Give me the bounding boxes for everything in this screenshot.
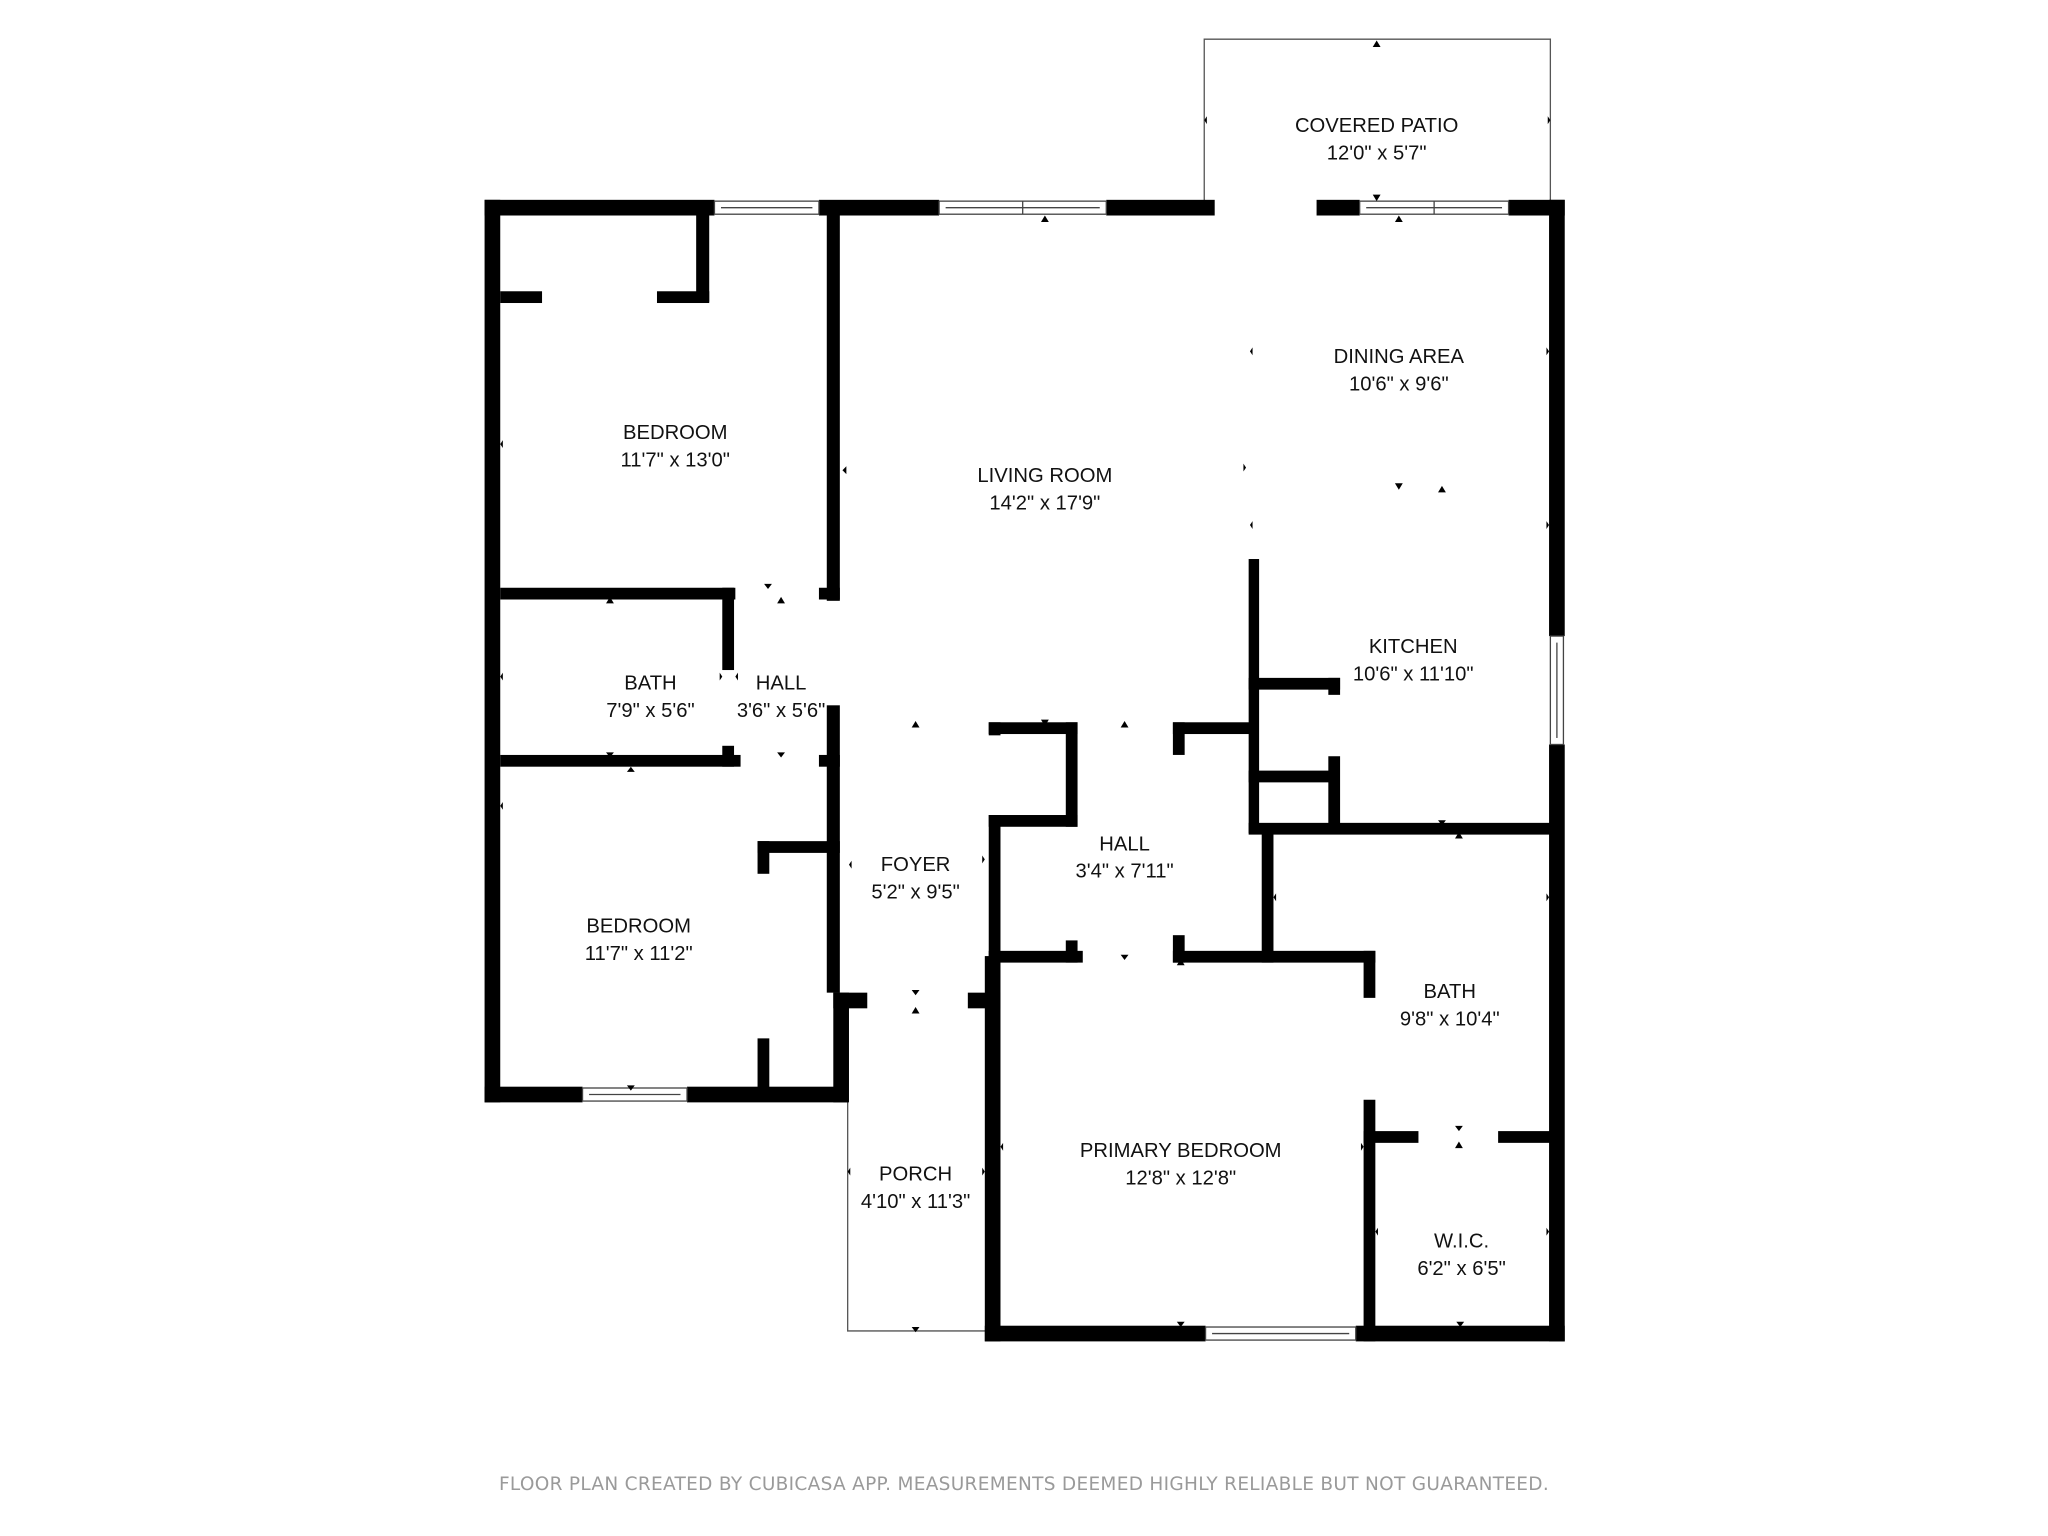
dimension-markers: [500, 40, 1551, 1333]
room-name: BATH: [1424, 981, 1476, 1003]
room-name: DINING AREA: [1334, 346, 1465, 368]
room-name: COVERED PATIO: [1295, 115, 1458, 137]
room-name: HALL: [1099, 833, 1150, 855]
disclaimer-footer: FLOOR PLAN CREATED BY CUBICASA APP. MEAS…: [498, 1474, 1550, 1495]
room-labels: COVERED PATIO 12'0" x 5'7" BEDROOM 11'7"…: [585, 115, 1506, 1280]
room-name: LIVING ROOM: [977, 465, 1112, 487]
room-size: 11'7" x 13'0": [621, 449, 730, 471]
room-size: 3'6" x 5'6": [737, 700, 825, 722]
room-size: 10'6" x 9'6": [1349, 374, 1449, 396]
room-size: 6'2" x 6'5": [1417, 1258, 1505, 1280]
covered-patio-outline: [1203, 38, 1552, 207]
windows: [581, 200, 1565, 1341]
room-name: BEDROOM: [623, 422, 728, 444]
room-name: PRIMARY BEDROOM: [1080, 1140, 1282, 1162]
room-name: BEDROOM: [586, 916, 691, 938]
room-size: 14'2" x 17'9": [989, 492, 1100, 514]
room-size: 4'10" x 11'3": [861, 1191, 970, 1213]
room-size: 5'2" x 9'5": [871, 882, 959, 904]
room-size: 7'9" x 5'6": [606, 700, 694, 722]
room-name: BATH: [624, 673, 676, 695]
porch-outline: [847, 1005, 987, 1332]
room-size: 12'8" x 12'8": [1125, 1168, 1236, 1190]
room-name: HALL: [756, 673, 807, 695]
room-name: PORCH: [879, 1164, 952, 1186]
room-size: 11'7" x 11'2": [585, 943, 693, 965]
room-size: 12'0" x 5'7": [1327, 142, 1427, 164]
room-size: 9'8" x 10'4": [1400, 1008, 1500, 1030]
exterior-walls: [484, 199, 1565, 1342]
room-name: FOYER: [881, 854, 951, 876]
interior-walls: [500, 208, 1557, 1342]
room-size: 3'4" x 7'11": [1075, 861, 1173, 883]
room-size: 10'6" x 11'10": [1353, 663, 1474, 685]
room-name: W.I.C.: [1434, 1230, 1489, 1252]
room-name: KITCHEN: [1369, 636, 1458, 658]
